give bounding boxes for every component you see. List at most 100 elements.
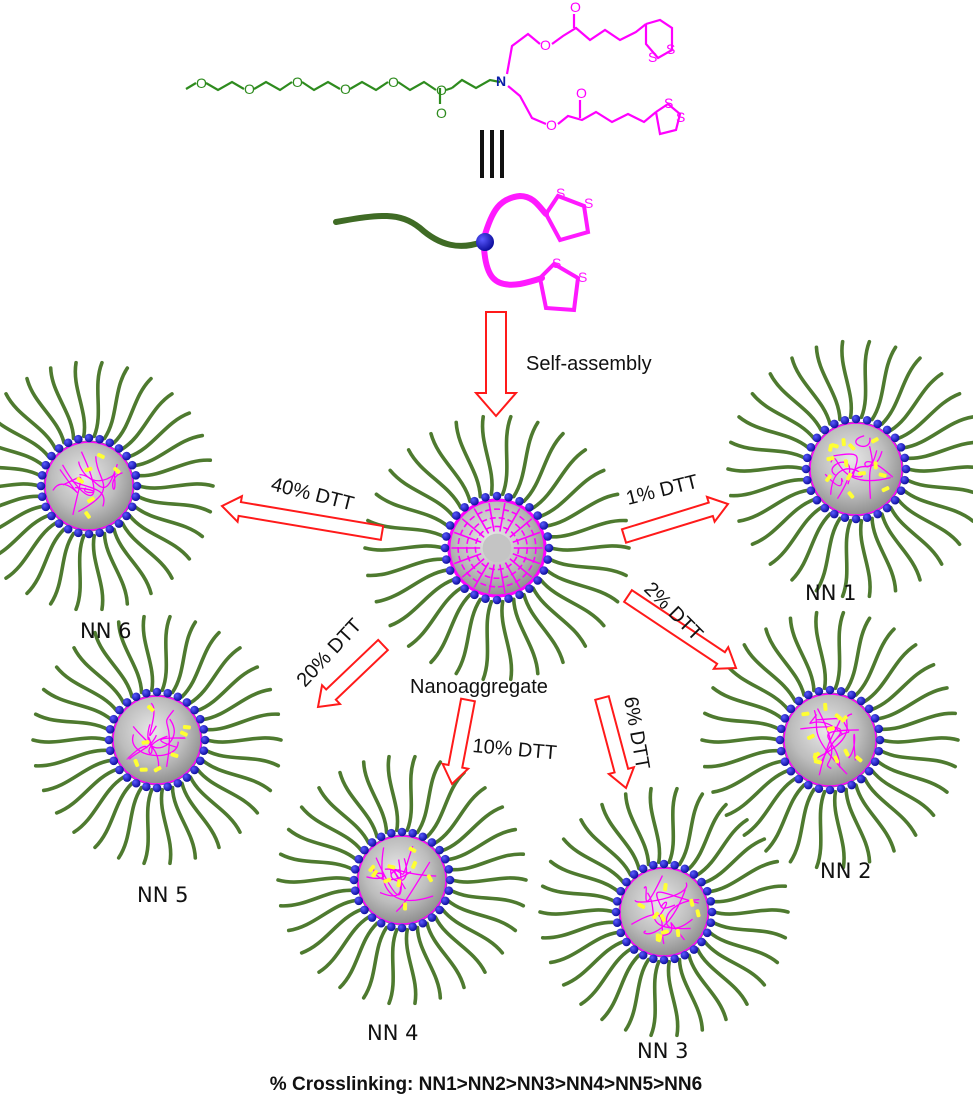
crosslink <box>825 474 832 483</box>
atom-oxygen: O <box>388 74 399 90</box>
shell-bead <box>132 481 142 491</box>
shell-bead <box>131 492 141 501</box>
shell-bead <box>780 714 790 723</box>
shell-bead <box>114 519 124 528</box>
shell-bead <box>786 766 796 776</box>
shell-bead <box>131 778 141 788</box>
lipoic-arms <box>505 14 682 136</box>
shell-bead <box>418 918 428 928</box>
peg-chain <box>561 837 626 885</box>
shell-bead <box>350 865 360 874</box>
shell-bead <box>851 514 861 524</box>
peg-chain <box>702 837 767 885</box>
peg-chain <box>854 783 896 853</box>
peg-chain <box>790 512 832 582</box>
peg-chain <box>511 597 540 676</box>
peg-chain <box>200 687 273 722</box>
peg-chain <box>561 939 626 987</box>
shell-bead <box>142 782 151 792</box>
shell-bead <box>435 905 444 915</box>
shell-bead <box>387 828 396 838</box>
micelle-nn2 <box>700 610 960 870</box>
peg-chain <box>623 957 651 1032</box>
peg-chain <box>72 646 126 705</box>
crosslink <box>656 934 663 943</box>
crosslink <box>659 913 666 922</box>
peg-chain <box>870 768 936 818</box>
peg-corona <box>538 786 790 1038</box>
peg-chain <box>623 792 651 867</box>
shell-bead <box>376 832 386 842</box>
shell-bead <box>84 529 94 539</box>
peg-chain <box>170 620 198 695</box>
shell-bead <box>37 471 47 480</box>
shell-bead <box>612 897 622 906</box>
peg-chain <box>132 504 205 539</box>
shell-bead <box>442 555 451 564</box>
peg-chain <box>695 818 749 877</box>
arrow-to-nn2 <box>622 588 738 670</box>
atom-oxygen: O <box>436 105 447 121</box>
shell-beads <box>611 859 717 965</box>
crosslink <box>637 902 646 909</box>
shell-bead <box>670 954 679 964</box>
shell-bead <box>492 595 502 605</box>
peg-chain <box>366 557 446 578</box>
peg-chain <box>726 465 806 473</box>
atom-sulfur: S <box>648 49 657 65</box>
shell-bead <box>533 576 542 585</box>
shell-bead <box>104 735 114 745</box>
peg-chain <box>880 512 922 582</box>
peg-chain <box>180 630 221 699</box>
shell-bead <box>851 414 861 424</box>
peg-chain <box>764 783 806 853</box>
shell-bead <box>856 696 866 706</box>
shell-bead <box>794 774 804 784</box>
amphiphile-cartoon: S S S S <box>333 185 593 313</box>
disulfide-crosslinks <box>368 846 433 911</box>
shell-bead <box>689 945 699 954</box>
peg-chain <box>415 760 443 835</box>
shell-bead <box>54 444 64 453</box>
shell-bead <box>616 928 626 938</box>
shell-bead <box>830 509 839 519</box>
peg-chain <box>522 431 565 504</box>
peg-chain <box>374 492 450 528</box>
shell-bead <box>659 955 669 965</box>
dtt-label-nn1: 1% DTT <box>624 471 700 510</box>
shell-bead <box>896 443 906 452</box>
peg-chain <box>433 786 487 845</box>
crosslink <box>411 860 418 869</box>
lipoic-atom-labels: O O S S O O S S <box>540 0 685 133</box>
shell-bead <box>41 502 51 512</box>
peg-chain <box>440 907 505 955</box>
shell-bead <box>786 704 796 714</box>
peg-chain <box>480 414 494 497</box>
peg-chain <box>901 415 973 450</box>
peg-chain <box>840 339 854 420</box>
peg-segment <box>185 78 501 104</box>
peg-chain <box>276 876 354 884</box>
shell-bead <box>794 696 804 706</box>
atom-oxygen: O <box>540 37 551 53</box>
peg-chain <box>200 758 273 793</box>
peg-chain <box>481 599 494 682</box>
shell-bead <box>122 773 132 782</box>
shell-bead <box>812 495 822 505</box>
peg-chain <box>677 957 705 1032</box>
peg-chain <box>102 366 130 441</box>
peg-chain <box>404 927 418 1006</box>
peg-chain <box>888 505 944 566</box>
peg-chain <box>388 577 456 628</box>
crosslinking-order-caption: % Crosslinking: NN1>NN2>NN3>NN4>NN5>NN6 <box>270 1074 702 1095</box>
crosslink <box>84 511 91 519</box>
shell-bead <box>702 886 712 896</box>
shell-bead <box>182 773 192 782</box>
shell-bead <box>776 746 786 756</box>
shell-bead <box>131 471 141 480</box>
peg-chain <box>702 939 767 987</box>
shell-bead <box>856 774 866 784</box>
shell-bead <box>173 692 183 702</box>
shell-bead <box>74 528 83 538</box>
shell-bead <box>105 746 115 755</box>
